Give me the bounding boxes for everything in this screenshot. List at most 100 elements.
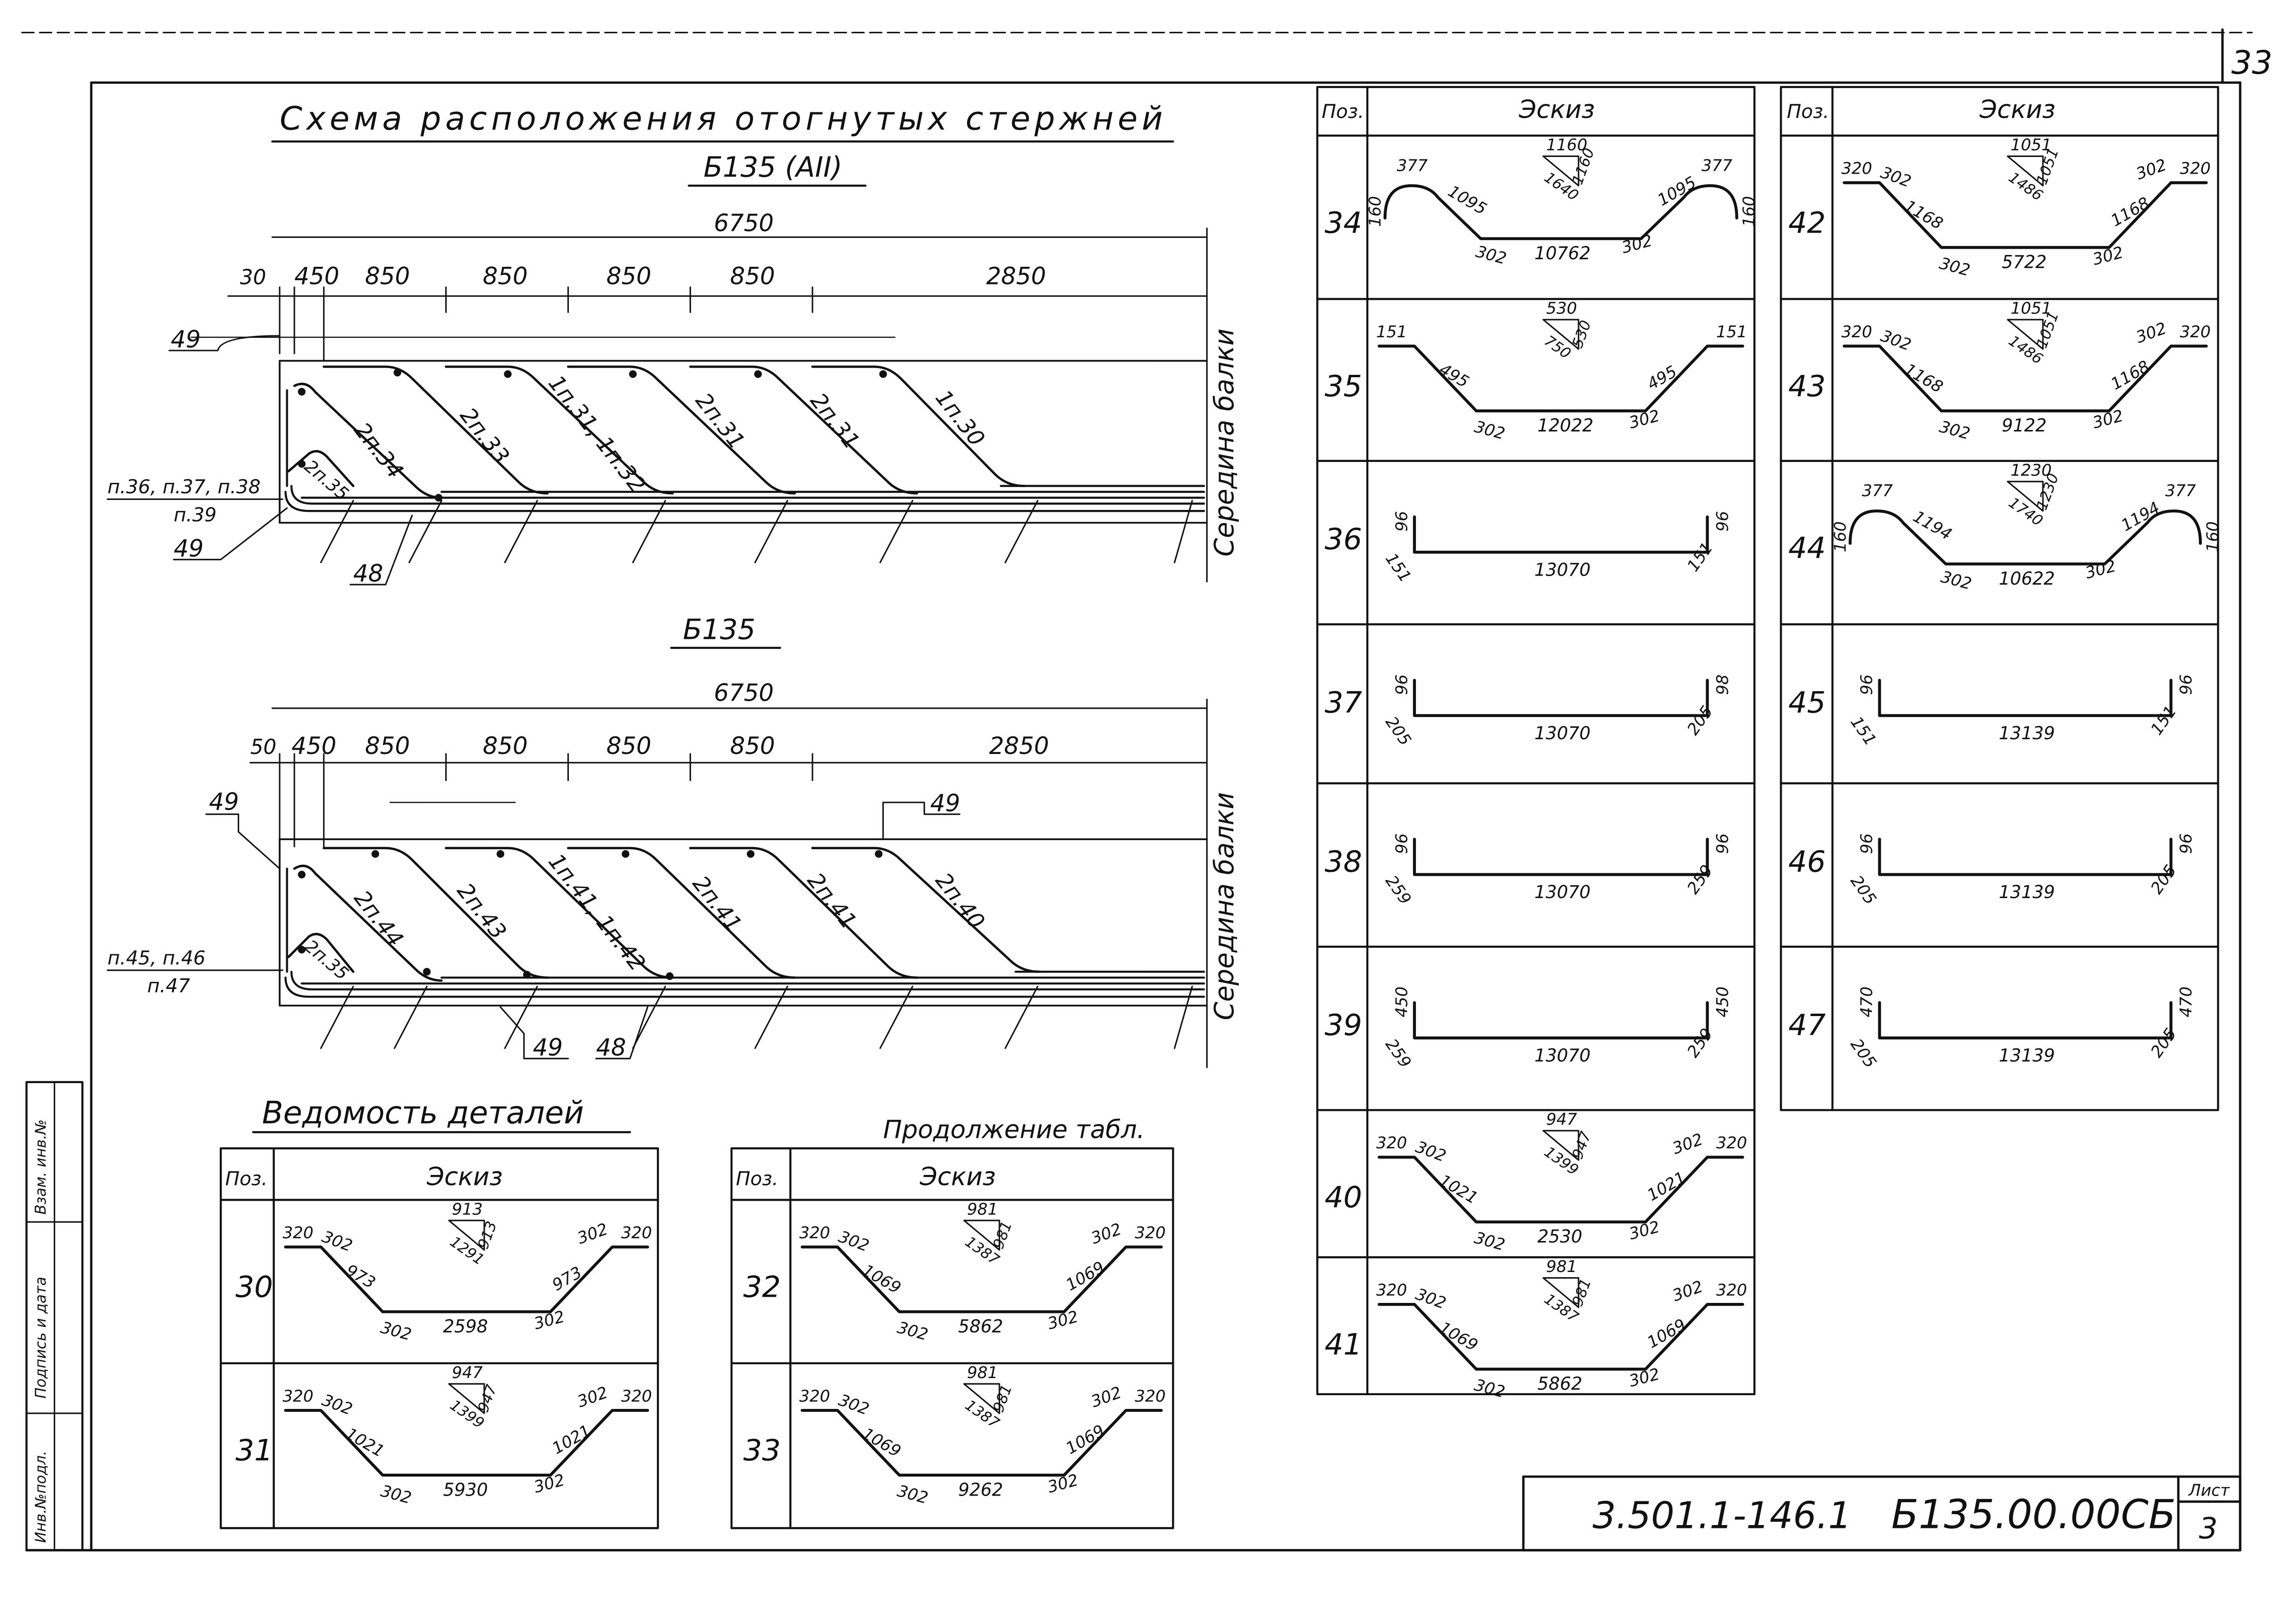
scheme-bottom-tag-0: 49 xyxy=(209,788,239,815)
row-r46-bar xyxy=(1878,838,2173,876)
row-r45-bar xyxy=(1878,678,2173,717)
scheme-bottom-dim-3: 850 xyxy=(483,732,527,760)
row-r41-i: 320 xyxy=(1716,1281,1747,1300)
stamp-code: 3.501.1-146.1 xyxy=(1592,1494,1852,1537)
side-stamp-zam: Взам. инв.№ xyxy=(32,1119,49,1214)
scheme-bottom-label: Б135 xyxy=(683,613,756,646)
row-r45-c: 96 xyxy=(2177,675,2196,695)
row-r38-b: 259 xyxy=(1382,872,1415,908)
row-r35-e: 12022 xyxy=(1537,415,1593,436)
row-r34-t1: 1160 xyxy=(1546,136,1588,155)
scheme-top-tag-2: 48 xyxy=(353,560,383,587)
row-r31-bar xyxy=(284,1409,649,1477)
row-r40-h: 302 xyxy=(1670,1130,1706,1158)
row-r45-d: 151 xyxy=(2147,703,2180,739)
scheme-top-dim-1: 450 xyxy=(294,263,339,290)
scheme-bottom-left-callout-2: п.47 xyxy=(147,975,190,997)
row-r35-t3: 530 xyxy=(1569,318,1595,351)
row-r33-h: 302 xyxy=(1089,1383,1124,1411)
row-r31-t3: 947 xyxy=(475,1382,500,1415)
row-r44-pos: 44 xyxy=(1788,531,1826,565)
scheme-bottom-dim-6: 2850 xyxy=(989,732,1049,760)
row-r46-pos: 46 xyxy=(1788,844,1826,879)
side-stamp: Инв.№подл. Подпись и дата Взам. инв.№ xyxy=(25,1081,84,1552)
row-r33-triangle xyxy=(963,1383,1000,1414)
row-r41-e: 5862 xyxy=(1537,1374,1582,1394)
scheme-top-label: Б135 (АII) xyxy=(703,151,842,184)
row-r37-c: 98 xyxy=(1713,675,1732,695)
scheme-top-tag-1: 49 xyxy=(174,535,204,562)
row-r44-bar xyxy=(1848,509,2202,566)
row-r40-e: 2530 xyxy=(1537,1226,1582,1247)
row-r34-h1: 160 xyxy=(1366,196,1385,227)
row-r37-bar xyxy=(1413,678,1709,717)
table-left-pos-head: Поз. xyxy=(225,1168,267,1190)
row-r38-a: 96 xyxy=(1392,833,1411,854)
row-r37-a: 96 xyxy=(1392,675,1411,695)
row-r39-a: 450 xyxy=(1392,987,1411,1017)
title-block xyxy=(1522,1475,2242,1552)
scheme-top-left-callout: п.36, п.37, п.38 xyxy=(107,476,261,498)
row-r44-h1: 160 xyxy=(1831,521,1850,552)
row-r44-c: 1194 xyxy=(1910,507,1955,544)
scheme-bottom-dim-1: 450 xyxy=(292,732,336,760)
scheme-bottom-dim-5: 850 xyxy=(730,732,775,760)
row-r42-e: 5722 xyxy=(2002,252,2047,273)
row-r31-pos: 31 xyxy=(235,1433,273,1467)
scheme-top: Б135 (АII) 6750 30 450 850 850 850 850 2… xyxy=(107,151,1240,587)
row-r35-t2: 750 xyxy=(1541,332,1574,362)
row-r46-a: 96 xyxy=(1857,833,1876,854)
scheme-bottom-bar-0: 2п.44 xyxy=(349,886,409,952)
row-r33-t3: 981 xyxy=(990,1382,1015,1415)
row-r45-a: 96 xyxy=(1857,675,1876,695)
row-r30-triangle xyxy=(448,1220,485,1251)
row-r36-a: 96 xyxy=(1392,511,1411,531)
row-r32-d: 302 xyxy=(895,1318,930,1344)
row-r43-i: 320 xyxy=(2180,323,2211,342)
scheme-title: Схема расположения отогнутых стержней xyxy=(280,100,1163,138)
row-r36-bar xyxy=(1413,515,1709,554)
row-r34-i: 377 xyxy=(1701,156,1732,175)
row-r45-b: 151 xyxy=(1846,713,1880,749)
row-r47-e: 13139 xyxy=(1999,1046,2055,1066)
scheme-top-left-callout-2: п.39 xyxy=(174,504,216,526)
row-r30-t3: 913 xyxy=(475,1219,500,1252)
scheme-top-dim-2: 850 xyxy=(365,263,410,290)
row-r42-a: 320 xyxy=(1841,159,1872,178)
row-r34-e: 10762 xyxy=(1534,243,1591,264)
row-r46-c: 96 xyxy=(2177,833,2196,854)
row-r36-e: 13070 xyxy=(1534,559,1591,580)
row-r35-g: 495 xyxy=(1644,362,1680,394)
scheme-top-dim-6: 2850 xyxy=(986,263,1046,290)
row-r36-b: 151 xyxy=(1382,549,1415,586)
table-r1-sketch-head: Эскиз xyxy=(1519,95,1595,124)
scheme-top-dim-3: 850 xyxy=(483,263,527,290)
row-r30-a: 320 xyxy=(283,1223,313,1242)
scheme-bottom: Б135 6750 50 450 850 850 850 850 2850 xyxy=(107,613,1240,1068)
scheme-top-tag-0: 49 xyxy=(171,326,201,353)
row-r44-a: 377 xyxy=(1862,481,1893,500)
row-r40-a: 320 xyxy=(1376,1134,1407,1153)
row-r42-i: 320 xyxy=(2180,159,2211,178)
row-r42-t1: 1051 xyxy=(2010,136,2052,155)
table-r2-sketch-head: Эскиз xyxy=(1979,95,2056,124)
page-number-corner: 33 xyxy=(2231,44,2273,82)
table-left-sketch-head: Эскиз xyxy=(426,1162,503,1191)
row-r33-a: 320 xyxy=(799,1387,830,1406)
stamp-sheet-label: Лист xyxy=(2188,1481,2230,1500)
scheme-bottom-dim-4: 850 xyxy=(606,732,651,760)
row-r32-e: 5862 xyxy=(958,1316,1003,1337)
row-r30-bar xyxy=(284,1245,649,1313)
row-r37-pos: 37 xyxy=(1325,685,1362,720)
row-r35-a: 151 xyxy=(1376,323,1407,342)
scheme-bottom-tag-3: 48 xyxy=(596,1034,626,1061)
row-r42-h: 302 xyxy=(2134,156,2169,184)
row-r38-e: 13070 xyxy=(1534,882,1591,902)
details-title: Ведомость деталей xyxy=(262,1095,584,1131)
row-r46-e: 13139 xyxy=(1999,882,2055,902)
row-r31-e: 5930 xyxy=(443,1479,488,1500)
scheme-top-dim-4: 850 xyxy=(606,263,651,290)
scheme-top-bar-2: 1п.31, 1п.32 xyxy=(543,370,650,497)
row-r35-pos: 35 xyxy=(1325,369,1362,403)
